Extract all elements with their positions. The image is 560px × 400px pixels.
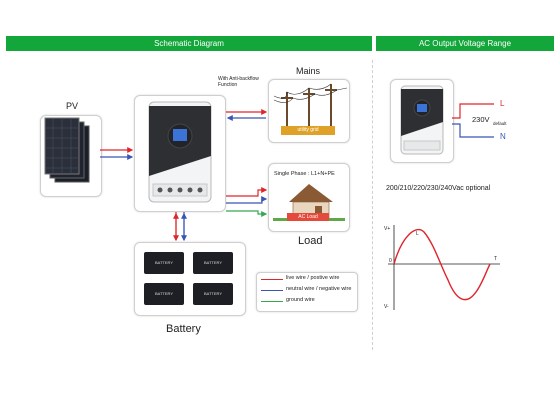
t-label: T	[494, 256, 498, 262]
single-phase-label: Single Phase : L1+N+PE	[274, 171, 335, 177]
battery-label: Battery	[166, 323, 201, 335]
battery-icon: BATTERY	[144, 283, 184, 305]
inverter-box	[134, 95, 226, 212]
battery-tag: BATTERY	[203, 260, 223, 265]
legend-item: ground wire	[286, 297, 315, 303]
default-label: default	[493, 121, 507, 126]
utility-grid-tag: utility grid	[281, 126, 335, 135]
battery-icon: BATTERY	[193, 283, 233, 305]
legend-item: live wire / postive wire	[286, 275, 340, 281]
battery-box: BATTERY BATTERY BATTERY BATTERY	[134, 242, 246, 316]
l-terminal-label: L	[500, 99, 505, 108]
legend-swatch-live	[261, 279, 283, 280]
pv-label: PV	[66, 101, 79, 111]
anti-backflow-label: With Anti-backflow Function	[218, 76, 259, 88]
battery-icon: BATTERY	[144, 252, 184, 274]
pv-box	[40, 115, 102, 197]
legend-item: neutral wire / negative wire	[286, 286, 352, 292]
solar-panels-icon	[44, 117, 90, 183]
header-schematic-diagram: Schematic Diagram	[6, 36, 372, 51]
mains-label: Mains	[296, 66, 321, 76]
utility-pole-icon	[273, 83, 348, 126]
ac-load-tag: AC Load	[287, 213, 329, 221]
v-minus-label: V-	[384, 304, 389, 310]
optional-voltages: 200/210/220/230/240Vac optional	[386, 185, 491, 192]
legend: live wire / postive wire neutral wire / …	[256, 272, 358, 312]
battery-tag: BATTERY	[203, 291, 223, 296]
battery-icon: BATTERY	[193, 252, 233, 274]
mains-box: utility grid	[268, 79, 350, 143]
zero-label: 0	[389, 258, 392, 264]
v-plus-label: V+	[384, 226, 391, 232]
battery-tag: BATTERY	[154, 260, 174, 265]
wave-l-label: L	[416, 231, 419, 237]
inverter-icon	[148, 101, 212, 203]
section-divider	[372, 60, 373, 350]
inverter-small-box	[390, 79, 454, 163]
load-label: Load	[298, 235, 323, 247]
header-ac-output-voltage-range: AC Output Voltage Range	[376, 36, 554, 51]
load-box: Single Phase : L1+N+PE AC Load	[268, 163, 350, 232]
legend-swatch-neutral	[261, 290, 283, 291]
n-terminal-label: N	[500, 132, 506, 141]
inverter-small-icon	[400, 85, 444, 155]
legend-swatch-ground	[261, 301, 283, 302]
voltage-label: 230V	[472, 115, 490, 124]
battery-tag: BATTERY	[154, 291, 174, 296]
